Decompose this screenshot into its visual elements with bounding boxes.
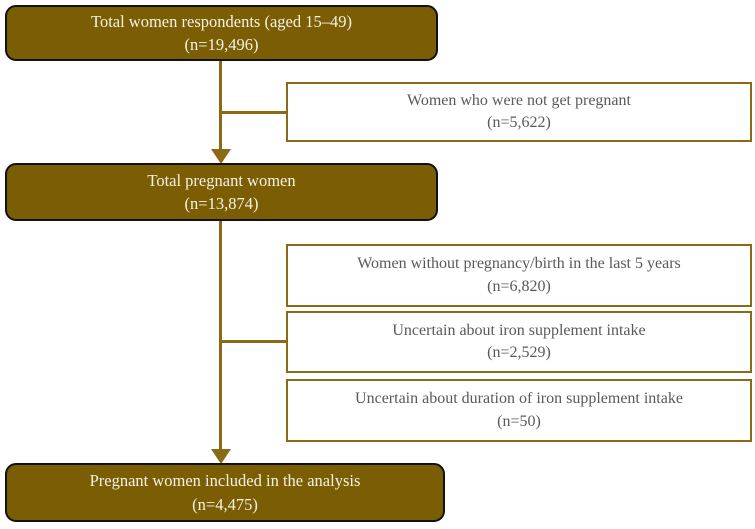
box-no-recent-pregnancy-count: (n=6,820) (487, 277, 551, 295)
box-uncertain-duration-count: (n=50) (497, 412, 541, 430)
box-uncertain-intake-count: (n=2,529) (487, 344, 551, 361)
box-total-respondents-count: (n=19,496) (184, 35, 259, 54)
box-uncertain-duration: Uncertain about duration of iron supplem… (286, 379, 752, 442)
box-no-recent-pregnancy: Women without pregnancy/birth in the las… (286, 244, 752, 307)
box-total-pregnant-label: Total pregnant women (147, 170, 296, 190)
box-total-pregnant-count: (n=13,874) (184, 194, 259, 213)
arrowhead-down-icon (211, 149, 231, 164)
connector-respondents-to-pregnant (219, 60, 222, 152)
box-total-pregnant: Total pregnant women (n=13,874) (5, 163, 438, 221)
box-total-respondents-label: Total women respondents (aged 15–49) (91, 11, 352, 31)
box-no-recent-pregnancy-label: Women without pregnancy/birth in the las… (357, 255, 681, 273)
box-not-pregnant-label: Women who were not get pregnant (407, 91, 631, 109)
box-not-pregnant-count: (n=5,622) (487, 114, 551, 131)
box-uncertain-intake: Uncertain about iron supplement intake (… (286, 311, 752, 373)
connector-branch-not-pregnant (221, 111, 287, 114)
box-included-analysis-label: Pregnant women included in the analysis (89, 471, 361, 491)
arrowhead-down-icon (211, 449, 231, 464)
connector-branch-exclusions (221, 340, 287, 343)
connector-pregnant-to-included (219, 221, 222, 451)
box-included-analysis: Pregnant women included in the analysis … (5, 463, 445, 522)
box-total-respondents: Total women respondents (aged 15–49) (n=… (5, 5, 438, 61)
box-uncertain-intake-label: Uncertain about iron supplement intake (392, 321, 646, 339)
box-uncertain-duration-label: Uncertain about duration of iron supplem… (355, 390, 683, 408)
box-included-analysis-count: (n=4,475) (192, 494, 258, 514)
box-not-pregnant: Women who were not get pregnant (n=5,622… (286, 82, 752, 142)
